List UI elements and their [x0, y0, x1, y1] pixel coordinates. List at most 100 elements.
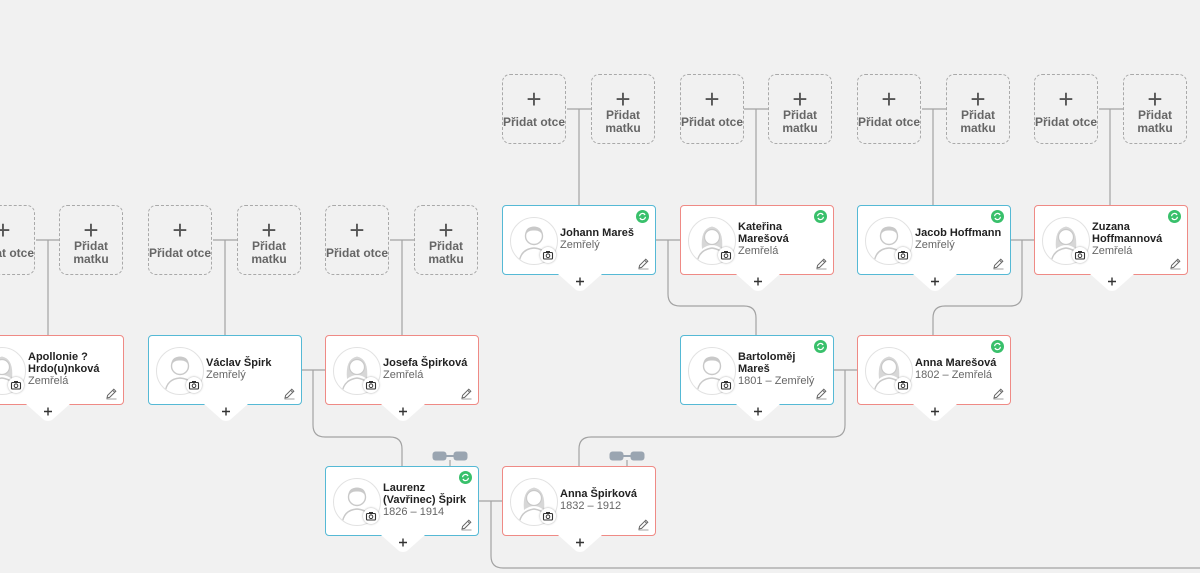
- camera-icon[interactable]: [363, 508, 379, 524]
- plus-icon: +: [83, 215, 99, 245]
- pencil-icon[interactable]: [637, 518, 650, 531]
- add-mother-button[interactable]: +Přidat matku: [946, 74, 1010, 144]
- pencil-icon[interactable]: [105, 387, 118, 400]
- add-father-button[interactable]: +Přidat otce: [148, 205, 212, 275]
- avatar-female-icon: [333, 347, 381, 395]
- pencil-icon[interactable]: [815, 257, 828, 270]
- plus-icon: +: [526, 84, 542, 114]
- add-relative-button[interactable]: [381, 535, 425, 552]
- camera-icon[interactable]: [895, 247, 911, 263]
- person-name: Václav Špirk: [206, 356, 272, 369]
- person-name: Kateřina Marešová: [738, 221, 789, 245]
- pencil-icon[interactable]: [637, 257, 650, 270]
- add-mother-button[interactable]: +Přidat matku: [414, 205, 478, 275]
- add-relative-button[interactable]: [381, 404, 425, 421]
- add-father-button[interactable]: +Přidat otce: [857, 74, 921, 144]
- pencil-icon[interactable]: [283, 387, 296, 400]
- person-dates: Zemřelá: [28, 375, 69, 387]
- add-father-button[interactable]: +Přidat otce: [502, 74, 566, 144]
- camera-icon[interactable]: [718, 377, 734, 393]
- sync-icon[interactable]: [991, 340, 1004, 353]
- add-relative-button[interactable]: [913, 404, 957, 421]
- plus-icon: +: [1147, 84, 1163, 114]
- camera-icon[interactable]: [186, 377, 202, 393]
- pencil-icon[interactable]: [815, 387, 828, 400]
- sync-icon[interactable]: [991, 210, 1004, 223]
- sync-icon[interactable]: [814, 210, 827, 223]
- plus-icon: +: [1058, 84, 1074, 114]
- add-father-button[interactable]: +Přidat otce: [325, 205, 389, 275]
- person-name: Anna Marešová: [915, 356, 997, 369]
- camera-icon[interactable]: [1072, 247, 1088, 263]
- pencil-icon[interactable]: [460, 387, 473, 400]
- add-father-button[interactable]: +Přidat otce: [1034, 74, 1098, 144]
- plus-icon: +: [881, 84, 897, 114]
- plus-icon: +: [792, 84, 808, 114]
- camera-icon[interactable]: [540, 247, 556, 263]
- marriage-rings-icon[interactable]: [432, 451, 468, 461]
- add-mother-button[interactable]: +Přidat matku: [1123, 74, 1187, 144]
- add-mother-button[interactable]: +Přidat matku: [59, 205, 123, 275]
- sync-icon[interactable]: [814, 340, 827, 353]
- add-relative-button[interactable]: [204, 404, 248, 421]
- plus-icon: +: [0, 215, 11, 245]
- plus-icon: +: [349, 215, 365, 245]
- add-father-button[interactable]: +Přidat otce: [680, 74, 744, 144]
- add-mother-button[interactable]: +Přidat matku: [591, 74, 655, 144]
- person-dates: Zemřelá: [738, 245, 779, 257]
- person-name: Laurenz (Vavřinec) Špirk: [383, 482, 467, 506]
- person-name: Bartoloměj Mareš: [738, 351, 796, 375]
- person-dates: Zemřelá: [383, 369, 424, 382]
- add-mother-button[interactable]: +Přidat matku: [768, 74, 832, 144]
- pencil-icon[interactable]: [1169, 257, 1182, 270]
- add-relative-button[interactable]: [736, 274, 780, 291]
- camera-icon[interactable]: [718, 247, 734, 263]
- add-relative-button[interactable]: [558, 274, 602, 291]
- marriage-rings-icon[interactable]: [609, 451, 645, 461]
- add-relative-button[interactable]: [736, 404, 780, 421]
- pencil-icon[interactable]: [992, 387, 1005, 400]
- plus-icon: +: [172, 215, 188, 245]
- camera-icon[interactable]: [895, 377, 911, 393]
- person-dates: Zemřelý: [560, 239, 600, 252]
- person-dates: 1832 – 1912: [560, 500, 622, 513]
- person-name: Johann Mareš: [560, 226, 634, 239]
- camera-icon[interactable]: [8, 377, 24, 393]
- pencil-icon[interactable]: [460, 518, 473, 531]
- person-dates: 1802 – Zemřelá: [915, 369, 993, 382]
- person-dates: 1801 – Zemřelý: [738, 375, 815, 387]
- pencil-icon[interactable]: [992, 257, 1005, 270]
- person-name: Apollonie ? Hrdo(u)nková: [28, 351, 100, 375]
- sync-icon[interactable]: [636, 210, 649, 223]
- camera-icon[interactable]: [363, 377, 379, 393]
- person-name: Josefa Špirková: [383, 356, 468, 369]
- plus-icon: +: [438, 215, 454, 245]
- sync-icon[interactable]: [459, 471, 472, 484]
- plus-icon: +: [970, 84, 986, 114]
- add-relative-button[interactable]: [1090, 274, 1134, 291]
- camera-icon[interactable]: [540, 508, 556, 524]
- plus-icon: +: [704, 84, 720, 114]
- add-relative-button[interactable]: [913, 274, 957, 291]
- person-dates: Zemřelý: [915, 239, 955, 252]
- sync-icon[interactable]: [1168, 210, 1181, 223]
- add-relative-button[interactable]: [26, 404, 70, 421]
- add-mother-button[interactable]: +Přidat matku: [237, 205, 301, 275]
- add-father-button[interactable]: +Přidat otce: [0, 205, 35, 275]
- person-dates: 1826 – 1914: [383, 506, 445, 518]
- person-name: Zuzana Hoffmannová: [1092, 221, 1163, 245]
- add-relative-button[interactable]: [558, 535, 602, 552]
